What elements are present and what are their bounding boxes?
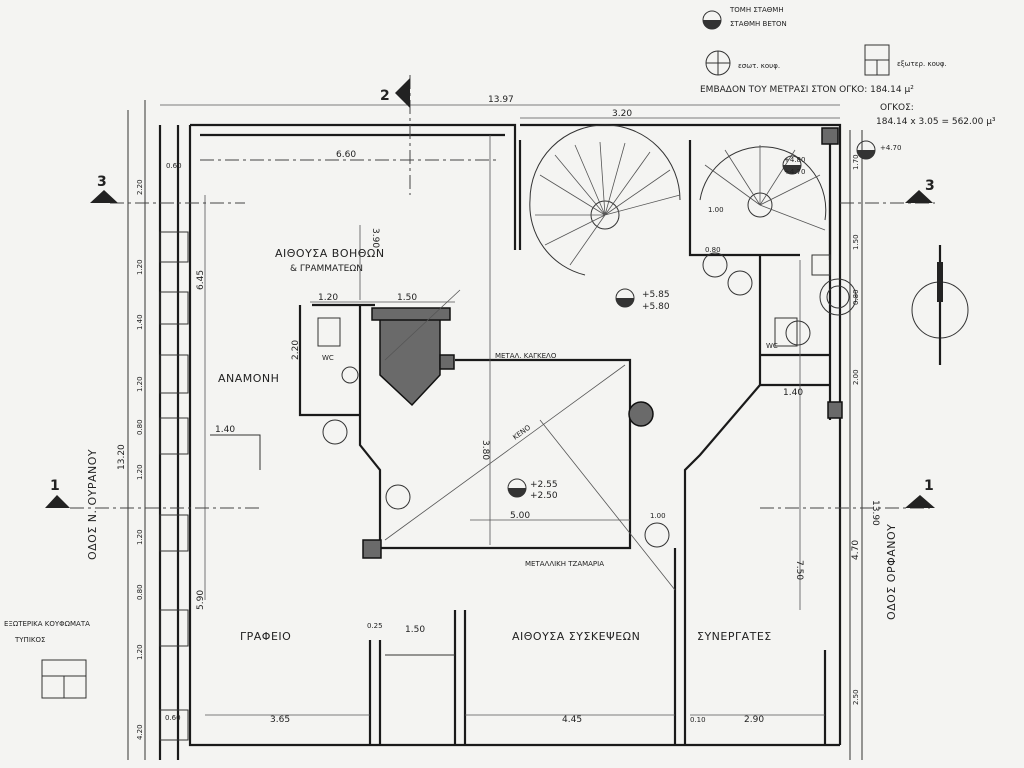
room-meeting: ΑΙΘΟΥΣΑ ΣΥΣΚΕΨΕΩΝ xyxy=(512,630,640,643)
room-associates: ΣΥΝΕΡΓΑΤΕΣ xyxy=(697,630,772,643)
dim-left-col-0: 2.20 xyxy=(136,179,144,195)
dim-total-width: 13.97 xyxy=(488,95,514,105)
dim-office-h: 5.90 xyxy=(196,590,206,610)
area-note: ΕΜΒΑΔΟΝ ΤΟΥ ΜΕΤΡΑΣΙ ΣΤΟΝ ΟΓΚΟ: 184.14 μ² xyxy=(700,85,914,95)
dim-bottom-mid: 4.45 xyxy=(562,715,582,725)
section-3-right-marker-icon xyxy=(905,190,933,203)
dim-right-col-0: 1.70 xyxy=(852,154,860,170)
dimension-lines xyxy=(160,104,840,716)
dim-left-col-7: 0.80 xyxy=(136,584,144,600)
dim-void-w: 5.00 xyxy=(510,511,530,521)
legend-section-level: ΤΟΜΗ ΣΤΑΘΜΗ xyxy=(729,6,784,14)
room-void: ΚΕΝΟ xyxy=(511,423,532,441)
spiral-stair xyxy=(529,124,827,276)
exterior-frames-note: ΕΞΩΤΕΡΙΚΑ ΚΟΥΦΩΜΑΤΑ xyxy=(4,620,90,628)
section-2-marker-icon xyxy=(395,78,410,108)
dim-misc-5: 0.10 xyxy=(690,716,706,724)
dim-left-height: 6.45 xyxy=(196,270,206,290)
section-marker-3-right: 3 xyxy=(925,178,935,194)
level-corner-bottom: +4.70 xyxy=(784,168,805,176)
dim-wc-w1: 1.20 xyxy=(318,293,338,303)
columns xyxy=(362,127,857,559)
section-1-left-marker-icon xyxy=(45,495,70,508)
fireplace xyxy=(371,307,451,407)
dim-left-col-1: 1.20 xyxy=(136,259,144,275)
glazing-label: ΜΕΤΑΛΛΙΚΗ ΤΖΑΜΑΡΙΑ xyxy=(525,560,604,568)
level-right-top: +4.70 xyxy=(880,144,901,152)
dim-left-col-4: 0.80 xyxy=(136,419,144,435)
dim-misc-1: 0.25 xyxy=(367,622,383,630)
exterior-frames-sub: ΤΥΠΙΚΟΣ xyxy=(14,636,45,644)
dim-misc-3: 0.80 xyxy=(705,246,721,254)
section-3-left-marker-icon xyxy=(90,190,118,203)
volume-calc: 184.14 x 3.05 = 562.00 μ³ xyxy=(876,117,996,127)
room-wc-2: WC xyxy=(766,342,778,350)
dim-right-col-4: 2.50 xyxy=(852,689,860,705)
section-marker-1-left: 1 xyxy=(50,478,60,494)
street-left: ΟΔΟΣ Ν. ΟΥΡΑΝΟΥ xyxy=(86,449,99,560)
room-waiting: ΑΝΑΜΟΝΗ xyxy=(218,372,279,385)
dim-right-col-1: 1.50 xyxy=(852,234,860,250)
dim-right-col-2: 0.80 xyxy=(852,289,860,305)
dim-total-h-right: 13.90 xyxy=(870,500,880,526)
left-windows xyxy=(159,231,189,741)
interior-walls xyxy=(210,140,832,745)
railing-label: ΜΕΤΑΛ. ΚΑΓΚΕΛΟ xyxy=(495,352,557,360)
level-void-bottom: +2.50 xyxy=(530,491,558,501)
level-corner-top: +4.80 xyxy=(784,156,805,164)
dim-left-col-9: 4.20 xyxy=(136,724,144,740)
dim-niche: 1.40 xyxy=(215,425,235,435)
north-arrow-icon xyxy=(911,245,969,365)
dim-door-w: 1.50 xyxy=(405,625,425,635)
frame-legend-table xyxy=(41,659,87,699)
dim-misc-6: 1.00 xyxy=(650,512,666,520)
dim-vert-mid: 3.90 xyxy=(370,228,380,248)
dim-wc-w2: 1.50 xyxy=(397,293,417,303)
texts: ΤΟΜΗ ΣΤΑΘΜΗ ΣΤΑΘΜΗ ΒΕΤΟΝ εσωτ. κουφ. εξω… xyxy=(4,6,996,740)
dim-bottom-right: 2.90 xyxy=(744,715,764,725)
dim-misc-0: 0.60 xyxy=(166,162,182,170)
dim-void-h: 3.80 xyxy=(480,440,490,460)
level-stair-bottom: +5.80 xyxy=(642,302,670,312)
wc-fixtures xyxy=(317,254,831,384)
room-office: ΓΡΑΦΕΙΟ xyxy=(240,630,291,643)
dim-left-col-3: 1.20 xyxy=(136,376,144,392)
section-1-right-marker-icon xyxy=(905,495,935,508)
street-right: ΟΔΟΣ ΟΡΦΑΝΟΥ xyxy=(885,524,898,620)
level-void-top: +2.55 xyxy=(530,480,558,490)
section-lines xyxy=(45,75,935,509)
room-wc-1: WC xyxy=(322,354,334,362)
dim-left-col-2: 1.40 xyxy=(136,314,144,330)
room-assistants: ΑΙΘΟΥΣΑ ΒΟΗΘΩΝ xyxy=(275,247,385,260)
section-marker-1-right: 1 xyxy=(924,478,934,494)
dim-bottom-left: 3.65 xyxy=(270,715,290,725)
void-diagonals xyxy=(384,135,676,591)
room-assistants-sub: & ΓΡΑΜΜΑΤΕΩΝ xyxy=(290,264,363,274)
dim-top-left: 6.60 xyxy=(336,150,356,160)
dim-misc-2: 1.00 xyxy=(708,206,724,214)
dim-left-col-5: 1.20 xyxy=(136,464,144,480)
dim-right-h2: 4.70 xyxy=(851,540,861,560)
dim-top-right: 3.20 xyxy=(612,109,632,119)
dim-wc-h: 2.20 xyxy=(291,340,301,360)
dim-right-h: 7.50 xyxy=(794,560,804,580)
dim-misc-4: 0.60 xyxy=(165,714,181,722)
section-marker-2: 2 xyxy=(380,88,390,104)
legend-interior-frame: εσωτ. κουφ. xyxy=(738,62,780,70)
level-symbols xyxy=(322,10,890,548)
dim-left-col-6: 1.20 xyxy=(136,529,144,545)
dim-left-col-8: 1.20 xyxy=(136,644,144,660)
dim-right-small: 1.40 xyxy=(783,388,803,398)
dim-right-col-3: 2.00 xyxy=(852,369,860,385)
volume-title: ΟΓΚΟΣ: xyxy=(880,103,914,113)
legend-concrete-level: ΣΤΑΘΜΗ ΒΕΤΟΝ xyxy=(730,20,787,28)
level-stair-top: +5.85 xyxy=(642,290,670,300)
dim-total-h-left: 13.20 xyxy=(117,444,127,470)
legend-exterior-frame: εξωτερ. κουφ. xyxy=(897,60,947,68)
section-marker-3-left: 3 xyxy=(97,174,107,190)
